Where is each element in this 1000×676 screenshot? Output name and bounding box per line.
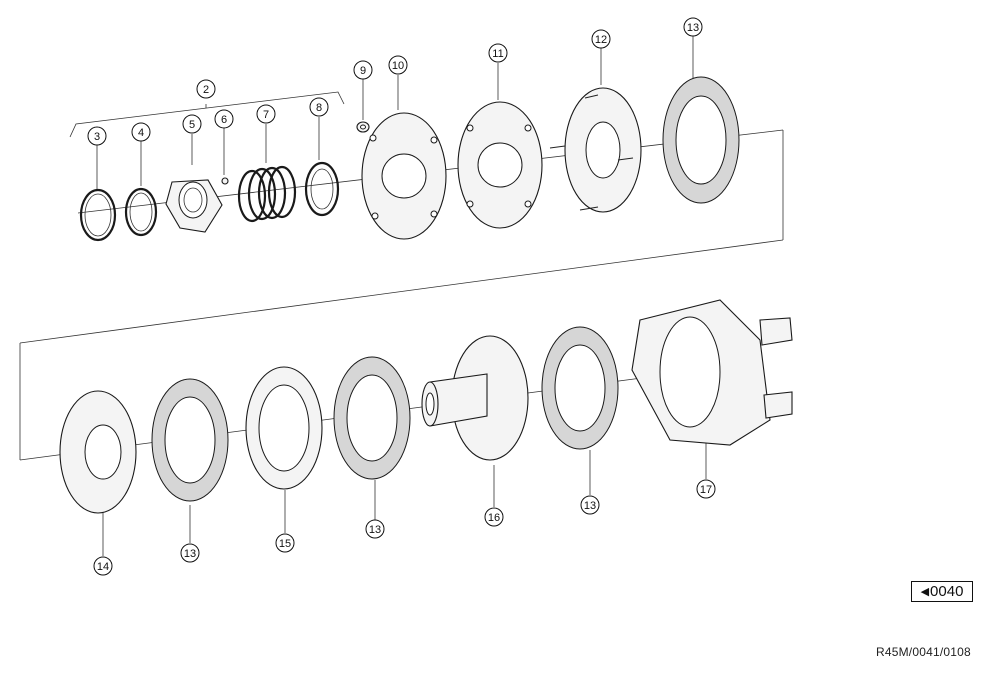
callout-label: 2 [203,84,209,96]
callout-circle [484,507,504,527]
callout-circle [388,55,408,75]
kit-2-bracket [69,91,345,138]
callout-label: 10 [392,60,404,72]
callout-circle [353,60,373,80]
callout-circle [309,97,329,117]
callout-label: 6 [221,114,227,126]
spring-seat-part [165,179,223,233]
disc-11-part [457,101,543,229]
callout-17: 17 [696,479,716,499]
callout-5: 5 [182,114,202,134]
callout-circle [87,126,107,146]
callout-13: 13 [683,17,703,37]
ring-8-part [304,161,340,217]
callout-3: 3 [87,126,107,146]
callout-4: 4 [131,122,151,142]
reference-tag: ◀ 0040 [911,581,973,602]
friction-disc-part [662,76,740,204]
callout-label: 13 [584,500,596,512]
callout-circle [696,479,716,499]
drawing-id: R45M/0041/0108 [876,645,971,659]
callout-label: 14 [97,561,109,573]
callout-circle [275,533,295,553]
steel-plate-part [245,366,323,490]
friction-disc-part [541,326,619,450]
callout-circle [131,122,151,142]
reference-code: 0040 [930,583,964,600]
callout-circle [580,495,600,515]
callout-circle [591,29,611,49]
callout-label: 16 [488,512,500,524]
callout-circle [256,104,276,124]
callout-6: 6 [214,109,234,129]
callout-circle [365,519,385,539]
callout-2: 2 [196,79,216,99]
callout-7: 7 [256,104,276,124]
callout-label: 17 [700,484,712,496]
callout-label: 4 [138,127,144,139]
callout-15: 15 [275,533,295,553]
callout-label: 5 [189,119,195,131]
callout-9: 9 [353,60,373,80]
ball-part [221,177,229,185]
callout-8: 8 [309,97,329,117]
callout-circle [180,543,200,563]
callout-label: 13 [184,548,196,560]
friction-disc-part [151,378,229,502]
callout-11: 11 [488,43,508,63]
callout-circle [196,79,216,99]
back-arrow-icon: ◀ [920,586,930,598]
snap-ring-part [79,188,117,242]
callout-circle [488,43,508,63]
hub-part [421,335,529,461]
spring-part [237,165,297,223]
callout-label: 9 [360,65,366,77]
callout-13: 13 [180,543,200,563]
callout-label: 8 [316,102,322,114]
callout-label: 12 [595,34,607,46]
ring-part [124,187,158,237]
callout-10: 10 [388,55,408,75]
piston-part [549,87,642,213]
callout-label: 13 [687,22,699,34]
callout-label: 3 [94,131,100,143]
callout-13: 13 [580,495,600,515]
callout-label: 7 [263,109,269,121]
nut-part [356,121,370,133]
callout-14: 14 [93,556,113,576]
callout-label: 11 [492,48,503,60]
splined-disc-part [361,112,447,240]
callout-circle [93,556,113,576]
clutch-drum-part [631,299,793,446]
callout-12: 12 [591,29,611,49]
callout-label: 15 [279,538,291,550]
leader-lines [96,36,707,556]
callout-16: 16 [484,507,504,527]
friction-disc-part [333,356,411,480]
callout-13: 13 [365,519,385,539]
callout-circle [683,17,703,37]
callout-circle [214,109,234,129]
callout-circle [182,114,202,134]
callout-label: 13 [369,524,381,536]
thrust-washer-part [59,390,137,514]
